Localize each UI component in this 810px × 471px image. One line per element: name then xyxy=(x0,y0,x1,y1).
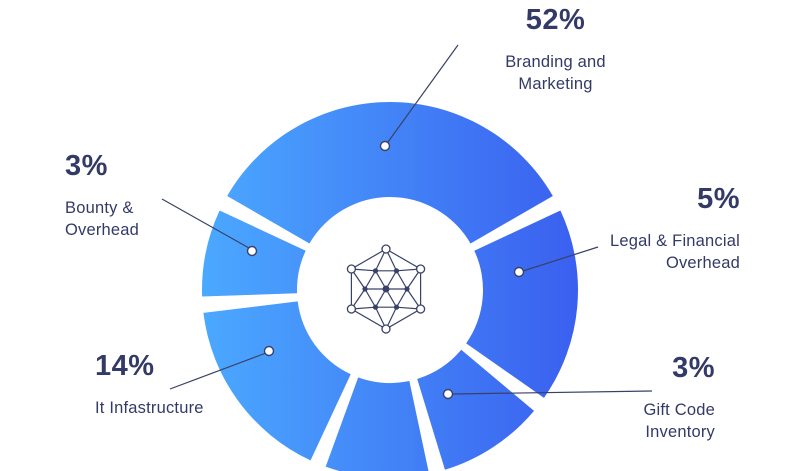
label-it: 14% It Infastructure xyxy=(95,350,305,419)
connector-branding-line xyxy=(387,44,459,143)
gift-pct-value: 3% xyxy=(672,352,715,384)
label-branding: 52% Branding and Marketing xyxy=(468,4,643,95)
it-label-text: It Infastructure xyxy=(95,397,305,419)
connector-gift-line xyxy=(452,390,653,395)
gift-label-text: Gift Code Inventory xyxy=(535,399,715,443)
connector-legal-line xyxy=(522,246,599,272)
donut-segment-unlabeled-bottom xyxy=(325,377,429,471)
network-logo-icon xyxy=(346,244,426,334)
donut-segment-branding xyxy=(227,102,553,244)
label-legal: 5% Legal & Financial Overhead xyxy=(560,183,740,274)
donut-segment-legal xyxy=(466,210,579,398)
legal-label-line1: Legal & Financial xyxy=(610,232,740,250)
bounty-pct-value: 3% xyxy=(65,150,108,182)
donut-segment-it xyxy=(203,301,351,461)
donut-segment-gift xyxy=(417,349,535,470)
connector-legal-marker xyxy=(513,266,525,278)
connector-gift-marker xyxy=(442,388,454,400)
legal-pct-value: 5% xyxy=(697,183,740,215)
branding-label-text: Branding and Marketing xyxy=(468,51,643,95)
connector-it-line xyxy=(169,352,267,390)
connector-bounty-line xyxy=(161,198,250,249)
connector-bounty-marker xyxy=(246,245,258,257)
gift-label-line1: Gift Code xyxy=(643,401,715,419)
label-bounty: 3% Bounty & Overhead xyxy=(65,150,215,241)
branding-label-line2: Marketing xyxy=(518,75,593,93)
connector-it-marker xyxy=(263,345,275,357)
bounty-label-line1: Bounty & xyxy=(65,199,134,217)
connector-lines xyxy=(161,44,653,400)
branding-label-line1: Branding and xyxy=(505,53,606,71)
it-label-line1: It Infastructure xyxy=(95,399,204,417)
gift-label-line2: Inventory xyxy=(645,423,715,441)
donut-segments xyxy=(201,102,579,471)
legal-label-line2: Overhead xyxy=(665,254,740,272)
connector-branding-marker xyxy=(379,140,391,152)
bounty-label-text: Bounty & Overhead xyxy=(65,197,215,241)
bounty-label-line2: Overhead xyxy=(65,221,140,239)
label-gift: 3% Gift Code Inventory xyxy=(535,352,715,443)
branding-pct-value: 52% xyxy=(525,4,586,36)
it-pct-value: 14% xyxy=(95,350,155,382)
legal-label-text: Legal & Financial Overhead xyxy=(560,230,740,274)
